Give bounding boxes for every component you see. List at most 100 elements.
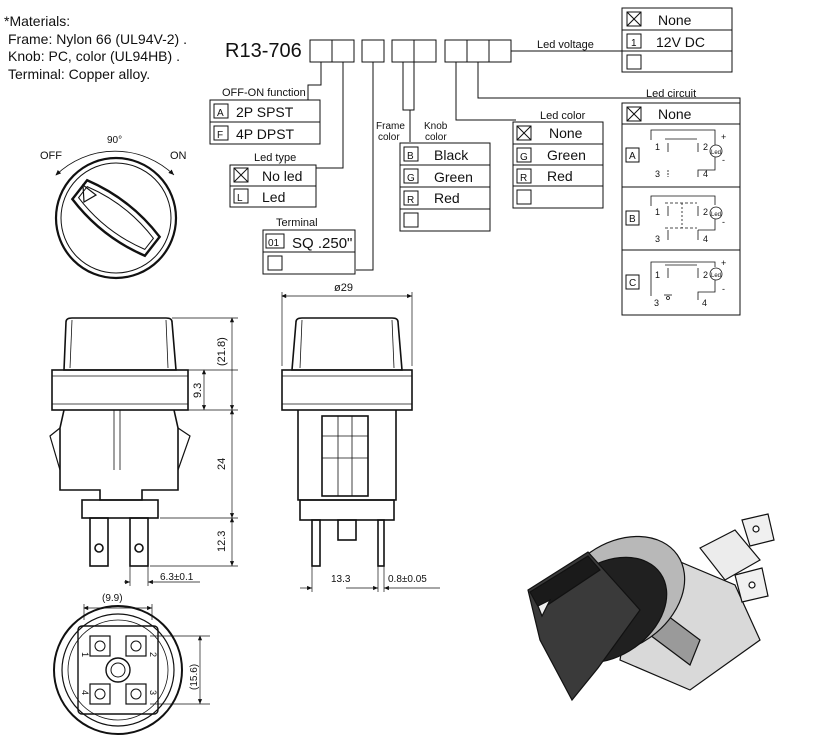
- led-type-label-led: Led: [262, 189, 285, 205]
- dim-9-3: 9.3: [192, 383, 204, 398]
- terminal-code-01: 01: [268, 238, 280, 249]
- led-circuit-row-c: C 1 2 3 4 + - Led: [625, 258, 726, 308]
- knob-label-green: Green: [434, 169, 473, 185]
- led-icon-label: Led: [711, 273, 721, 279]
- led-color-title: Led color: [540, 110, 586, 122]
- led-type-code-l: L: [237, 193, 243, 204]
- dim-9-9: (9.9): [102, 593, 123, 604]
- knob-top-view: 90° OFF ON: [40, 135, 187, 280]
- dim-6-3: 6.3±0.1: [160, 572, 194, 583]
- dim-diameter-29: ø29: [334, 282, 353, 294]
- svg-text:+: +: [721, 258, 726, 268]
- knob-on-label: ON: [170, 150, 187, 162]
- svg-text:1: 1: [655, 142, 660, 152]
- off-on-function-title: OFF-ON function: [222, 87, 306, 99]
- led-voltage-label-none: None: [658, 12, 692, 28]
- svg-text:-: -: [722, 155, 725, 165]
- led-icon-label: Led: [711, 212, 721, 218]
- bottom-pin-4: 4: [80, 690, 90, 695]
- led-voltage-block: Led voltage None 1 12V DC: [537, 7, 733, 73]
- svg-text:4: 4: [702, 298, 707, 308]
- x-box-icon: [516, 125, 532, 141]
- svg-text:2: 2: [703, 207, 708, 217]
- led-voltage-title: Led voltage: [537, 39, 594, 51]
- x-box-icon: [233, 167, 249, 183]
- led-color-label-green: Green: [547, 147, 586, 163]
- bottom-pin-2: 2: [148, 652, 158, 657]
- materials-knob: Knob: PC, color (UL94HB) .: [8, 48, 180, 64]
- knob-label-red: Red: [434, 190, 460, 206]
- switch-3d-illustration: [527, 513, 775, 702]
- part-code: R13-706: [225, 40, 302, 62]
- dim-24: 24: [216, 458, 228, 470]
- led-color-code-g: G: [520, 152, 528, 163]
- svg-text:-: -: [722, 217, 725, 227]
- off-on-label-a: 2P SPST: [236, 104, 294, 120]
- materials-block: *Materials: Frame: Nylon 66 (UL94V-2) . …: [4, 13, 187, 82]
- led-color-label-red: Red: [547, 168, 573, 184]
- dim-12-3: 12.3: [216, 531, 228, 552]
- led-type-label-none: No led: [262, 168, 302, 184]
- side-view-dimensions: [281, 292, 440, 592]
- led-color-label-none: None: [549, 125, 583, 141]
- knob-code-b: B: [407, 151, 414, 162]
- off-on-function-block: OFF-ON function A 2P SPST F 4P DPST: [209, 87, 321, 145]
- front-view-dimensions: [124, 317, 238, 586]
- off-on-code-a: A: [217, 108, 224, 119]
- led-type-title: Led type: [254, 152, 296, 164]
- svg-text:2: 2: [703, 142, 708, 152]
- led-circuit-title: Led circuit: [646, 88, 696, 100]
- front-view: [49, 317, 191, 567]
- led-color-code-r: R: [520, 173, 527, 184]
- svg-text:A: A: [629, 151, 636, 162]
- part-code-block: R13-706: [225, 39, 741, 271]
- svg-text:1: 1: [655, 270, 660, 280]
- terminal-title: Terminal: [276, 217, 318, 229]
- led-type-block: Led type No led L Led: [229, 152, 317, 208]
- led-circuit-block: Led circuit None A 1 2 3 4 +: [621, 88, 741, 316]
- off-on-label-f: 4P DPST: [236, 126, 295, 142]
- led-circuit-row-b: B 1 2 3 4 - Led: [625, 195, 725, 244]
- svg-text:C: C: [629, 278, 636, 289]
- terminal-block: Terminal 01 SQ .250": [262, 217, 356, 275]
- knob-off-label: OFF: [40, 150, 62, 162]
- bottom-pin-3: 3: [148, 690, 158, 695]
- svg-text:1: 1: [655, 207, 660, 217]
- led-voltage-label-12v: 12V DC: [656, 34, 705, 50]
- led-icon-label: Led: [711, 150, 721, 156]
- svg-text:2: 2: [703, 270, 708, 280]
- terminal-label-sq250: SQ .250": [292, 235, 352, 252]
- materials-heading: *Materials:: [4, 13, 70, 29]
- bottom-view: [53, 604, 210, 735]
- svg-text:4: 4: [703, 234, 708, 244]
- led-circuit-row-a: A 1 2 3 4 + - Led: [625, 129, 726, 179]
- svg-text:B: B: [629, 214, 636, 225]
- x-box-icon: [626, 106, 642, 122]
- dim-15-6: (15.6): [189, 664, 200, 690]
- led-circuit-none-label: None: [658, 106, 692, 122]
- led-voltage-code-1: 1: [631, 38, 637, 49]
- svg-text:-: -: [722, 284, 725, 294]
- svg-text:3: 3: [654, 298, 659, 308]
- materials-frame: Frame: Nylon 66 (UL94V-2) .: [8, 31, 187, 47]
- svg-text:+: +: [721, 132, 726, 142]
- side-view: [281, 317, 413, 567]
- materials-terminal: Terminal: Copper alloy.: [8, 66, 150, 82]
- dim-13-3: 13.3: [331, 574, 351, 585]
- svg-text:3: 3: [655, 169, 660, 179]
- knob-pointer-icon: [82, 183, 98, 204]
- svg-text:4: 4: [703, 169, 708, 179]
- svg-text:3: 3: [655, 234, 660, 244]
- knob-angle-label: 90°: [107, 135, 122, 146]
- knob-label-black: Black: [434, 147, 469, 163]
- knob-code-g: G: [407, 173, 415, 184]
- off-on-code-f: F: [217, 130, 223, 141]
- led-color-block: Led color None G Green R Red: [512, 110, 604, 209]
- x-box-icon: [626, 11, 642, 27]
- knob-pointer-icon: [537, 598, 552, 618]
- dim-0-8: 0.8±0.05: [388, 574, 427, 585]
